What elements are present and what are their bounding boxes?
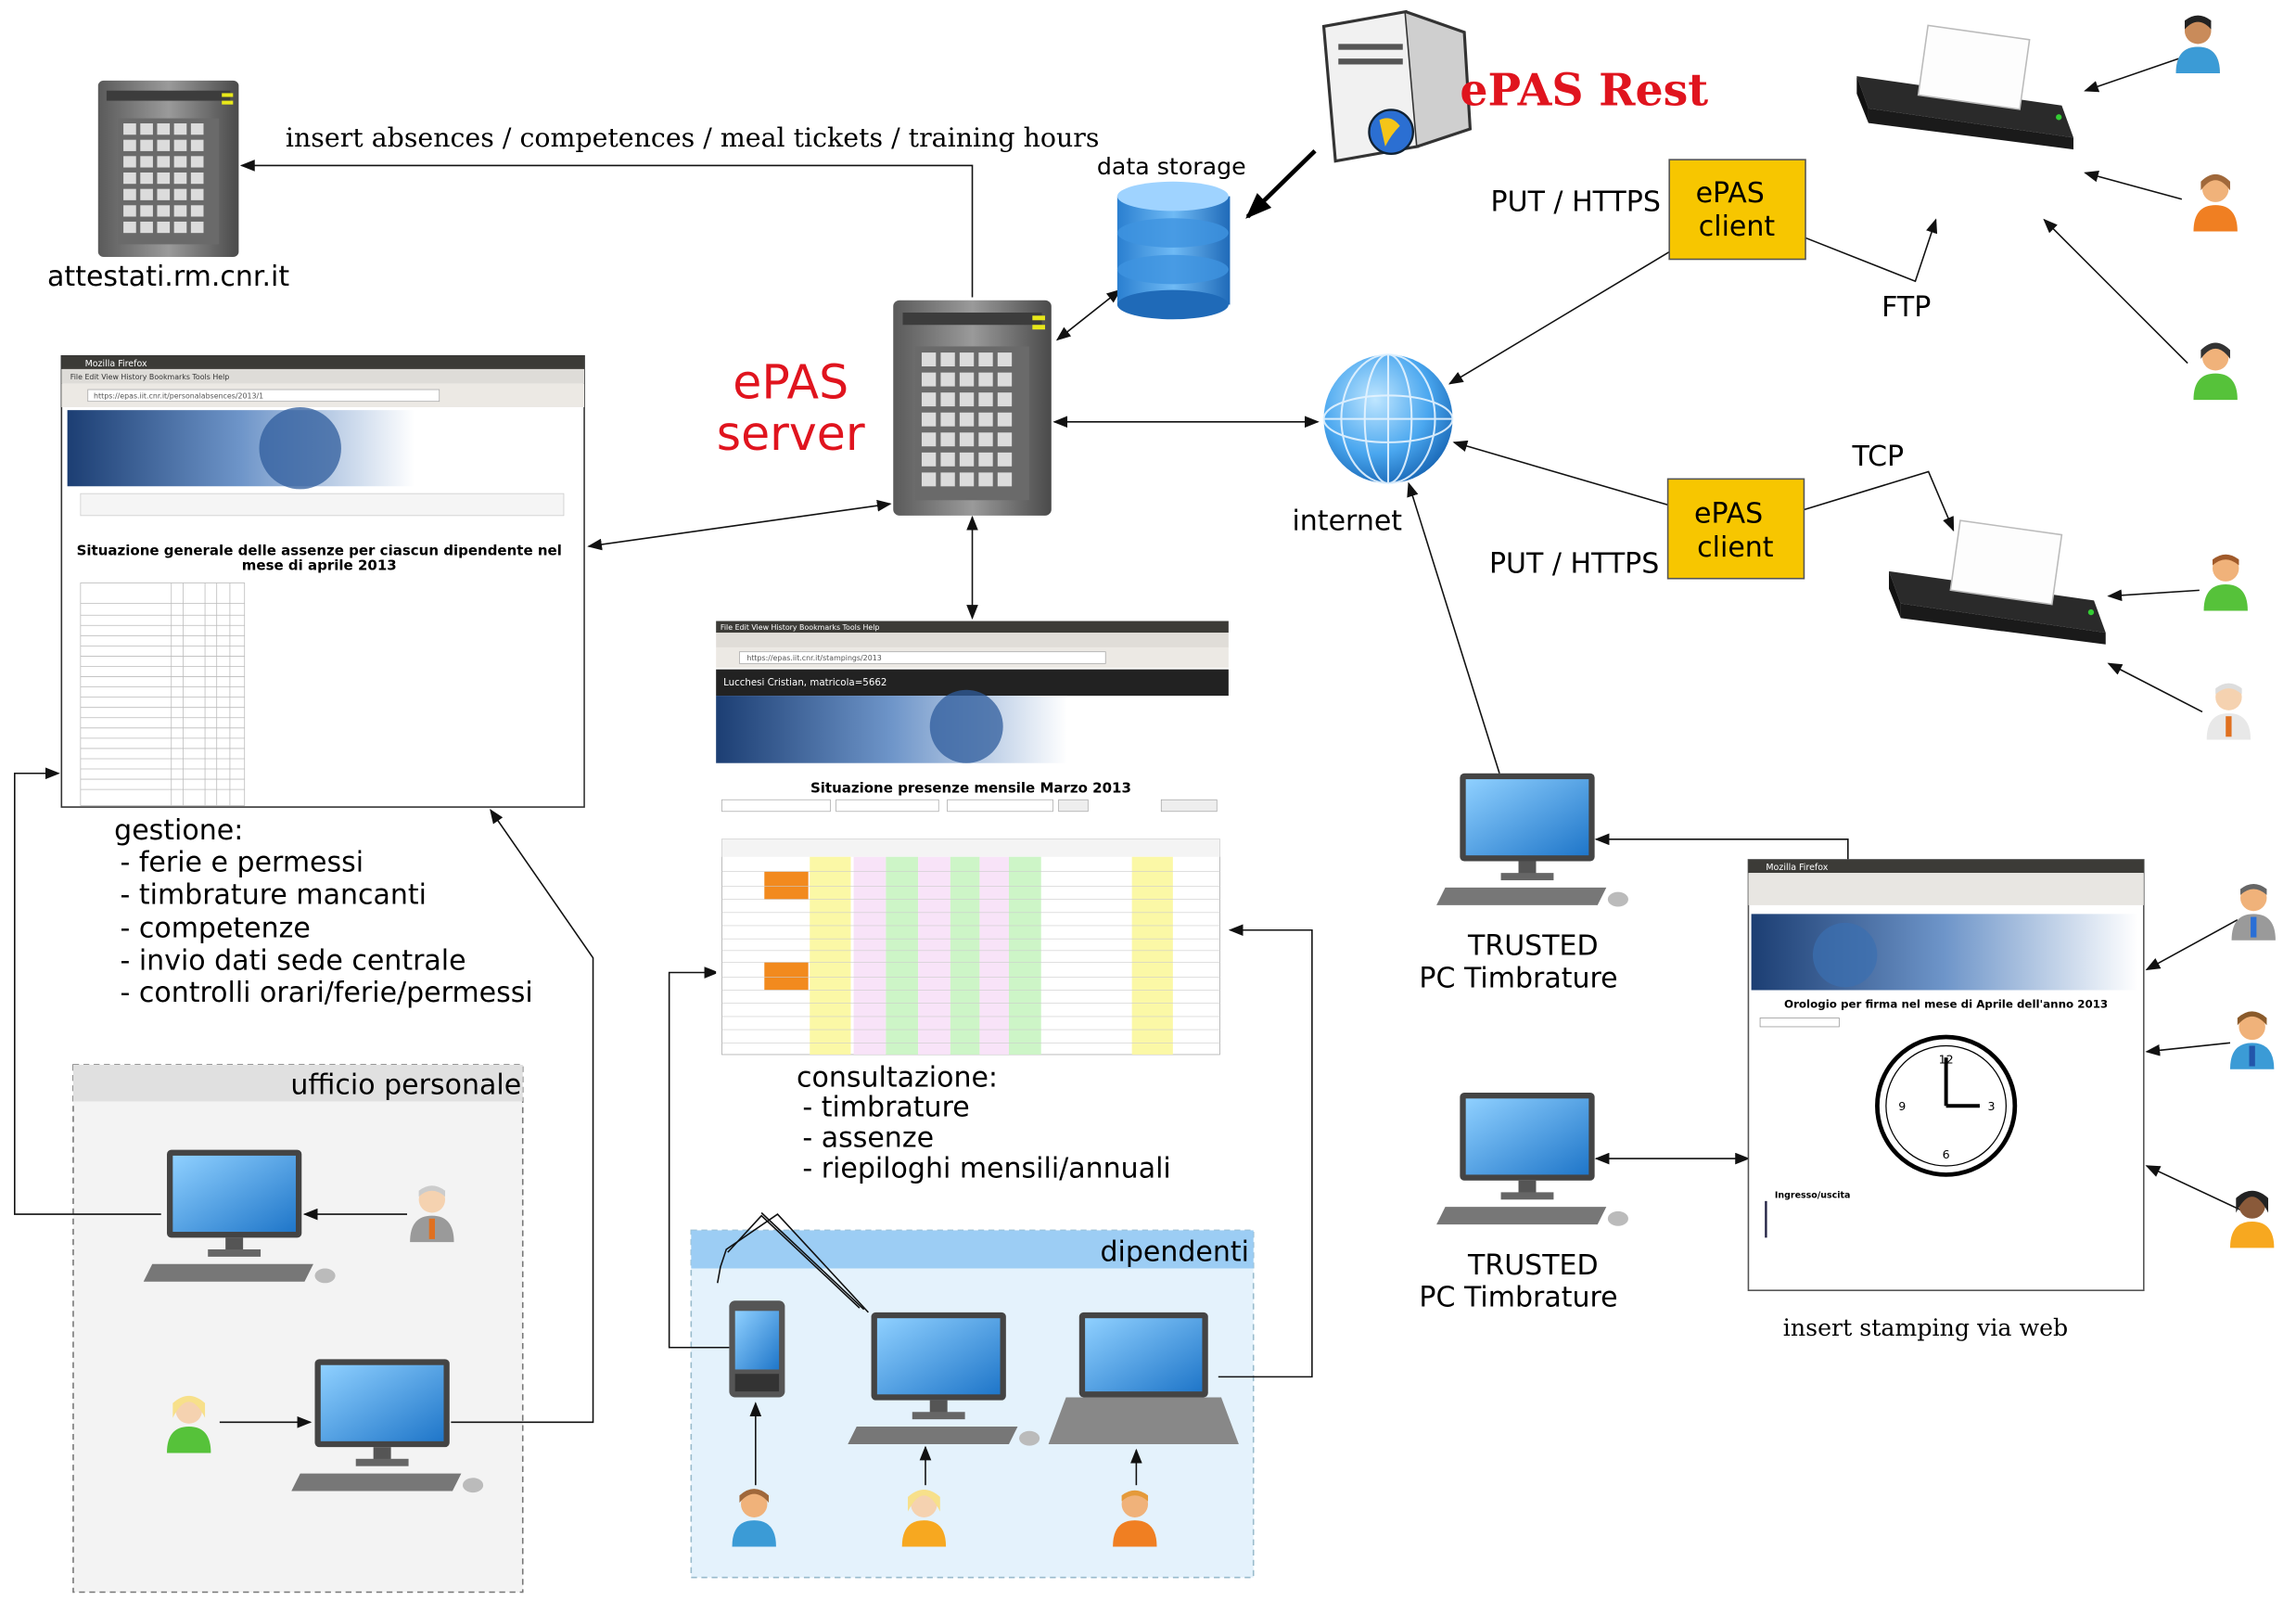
arrow-mobile-consultazione [668, 967, 730, 1349]
badge-reader-2 [1888, 519, 2107, 646]
clock-icon: 12 3 6 9 [1875, 1034, 2018, 1177]
client-2-line1: ePAS [1694, 498, 1763, 531]
consultazione-title: consultazione: [797, 1062, 998, 1095]
consultazione-list: consultazione: - timbrature - assenze - … [797, 1062, 1171, 1185]
epas-client-2: ePAS client [1666, 478, 1805, 580]
trusted-2-line2: PC Timbrature [1419, 1282, 1617, 1314]
epas-server: ePAS server [717, 300, 1052, 516]
gestione-list: gestione: - ferie e permessi - timbratur… [114, 814, 533, 1009]
person-icon [2193, 342, 2238, 401]
arrow-rest-storage [1245, 148, 1317, 219]
tcp-label: TCP [1852, 441, 1905, 473]
consultazione-url: https://epas.iit.cnr.it/stampings/2013 [746, 654, 881, 662]
gestione-screenshot: Mozilla Firefox File Edit View History B… [60, 354, 585, 808]
client-1-line2: client [1699, 211, 1776, 243]
epas-server-label-2: server [717, 406, 865, 461]
gestione-item: - timbrature mancanti [120, 878, 427, 911]
consultazione-item: - riepiloghi mensili/annuali [802, 1153, 1170, 1185]
arrow-epas-storage [1055, 288, 1122, 341]
svg-text:6: 6 [1943, 1147, 1950, 1161]
arrow-web-pc1 [1594, 833, 1849, 862]
person-icon [2231, 883, 2276, 941]
consultazione-screenshot: File Edit View History Bookmarks Tools H… [716, 621, 1229, 1061]
person-icon [1113, 1490, 1157, 1547]
insert-web-label: insert stamping via web [1783, 1314, 2068, 1341]
gestione-title: gestione: [114, 814, 243, 847]
badge-reader-1 [1856, 24, 2074, 150]
ufficio-personale-box: ufficio personale [72, 1064, 524, 1594]
epas-rest-label: ePAS Rest [1460, 66, 1708, 117]
person-icon [2175, 15, 2220, 73]
epas-client-1: ePAS client [1668, 159, 1806, 261]
person-icon [732, 1489, 776, 1547]
epas-server-label-1: ePAS [733, 355, 848, 410]
ufficio-personale-label: ufficio personale [290, 1069, 521, 1102]
connections [14, 58, 2241, 1486]
consultazione-item: - timbrature [802, 1091, 969, 1123]
gestione-item: - ferie e permessi [120, 847, 364, 879]
attestati-server: attestati.rm.cnr.it [47, 80, 289, 293]
put-https-top: PUT / HTTPS [1491, 186, 1661, 218]
person-icon [167, 1395, 211, 1453]
put-https-bottom: PUT / HTTPS [1489, 547, 1659, 580]
person-icon [2206, 683, 2251, 740]
web-stamping-screenshot: Mozilla Firefox Orologio per firma nel m… [1747, 859, 2145, 1341]
arrow-pc1-internet [1407, 481, 1500, 774]
arrow-ufficio-pc1 [14, 767, 161, 1215]
trusted-1-line1: TRUSTED [1467, 930, 1599, 963]
gestione-menu: File Edit View History Bookmarks Tools H… [70, 373, 230, 381]
attestati-label: attestati.rm.cnr.it [47, 261, 289, 293]
dipendenti-label: dipendenti [1100, 1236, 1249, 1269]
arrow-ufficio-pc2 [451, 808, 594, 1424]
trusted-2-line1: TRUSTED [1467, 1249, 1599, 1282]
gestione-heading-2: mese di aprile 2013 [242, 557, 397, 573]
person-icon [2203, 554, 2248, 611]
consultazione-item: - assenze [802, 1121, 934, 1154]
epas-rest-server: ePAS Rest [1321, 9, 1708, 163]
gestione-item: - controlli orari/ferie/permessi [120, 977, 532, 1009]
arrow-ftp [1804, 218, 1938, 283]
person-icon [2229, 1190, 2275, 1248]
person-icon [2229, 1011, 2275, 1069]
person-icon [2193, 173, 2238, 232]
web-label: Ingresso/uscita [1775, 1191, 1851, 1201]
gestione-window-title: Mozilla Firefox [85, 359, 147, 369]
gestione-item: - invio dati sede centrale [120, 944, 466, 977]
data-storage: data storage [1097, 153, 1246, 320]
trusted-pc-2: TRUSTED PC Timbrature [1419, 1093, 1628, 1314]
person-icon [410, 1185, 454, 1243]
svg-text:3: 3 [1988, 1099, 1996, 1113]
svg-text:12: 12 [1939, 1052, 1954, 1066]
web-heading: Orologio per firma nel mese di Aprile de… [1784, 997, 2108, 1010]
arrow-epas-gestione [587, 499, 892, 551]
insert-arrow-label: insert absences / competences / meal tic… [286, 122, 1100, 153]
gestione-url: https://epas.iit.cnr.it/personalabsences… [94, 392, 263, 401]
consultazione-heading: Situazione presenze mensile Marzo 2013 [810, 779, 1131, 796]
smartphone-icon [729, 1300, 785, 1398]
arrow-client2-internet [1452, 440, 1670, 506]
arrow-laptop-consultazione [1218, 924, 1313, 1378]
laptop-icon [1048, 1312, 1239, 1444]
data-storage-label: data storage [1097, 153, 1246, 180]
internet-label: internet [1292, 506, 1402, 538]
consultazione-user: Lucchesi Cristian, matricola=5662 [723, 677, 887, 688]
trusted-pc-1: TRUSTED PC Timbrature [1419, 773, 1628, 994]
svg-text:9: 9 [1898, 1099, 1906, 1113]
arrow-epas-to-attestati [239, 160, 974, 298]
internet-globe: internet [1292, 353, 1454, 538]
arrow-client1-internet [1448, 250, 1670, 385]
trusted-1-line2: PC Timbrature [1419, 962, 1617, 994]
arrow-tcp [1804, 470, 1955, 532]
consultazione-menu: File Edit View History Bookmarks Tools H… [721, 623, 880, 632]
gestione-item: - competenze [120, 913, 310, 945]
client-2-line2: client [1697, 531, 1774, 564]
client-1-line1: ePAS [1696, 177, 1765, 210]
web-window-title: Mozilla Firefox [1766, 863, 1828, 873]
gestione-heading-1: Situazione generale delle assenze per ci… [77, 542, 562, 558]
ftp-label: FTP [1881, 291, 1931, 324]
person-icon [901, 1489, 947, 1547]
